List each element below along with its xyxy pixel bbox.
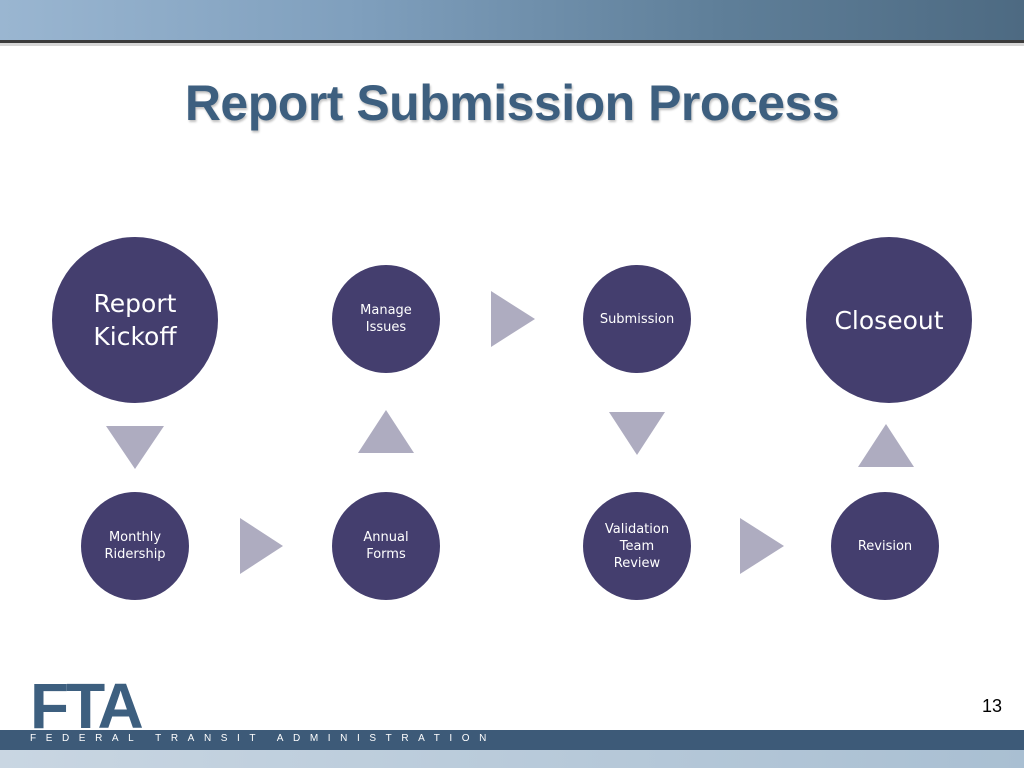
agency-name: FEDERAL TRANSIT ADMINISTRATION [30,733,496,744]
node-submission: Submission [583,265,691,373]
footer-strip [0,750,1024,768]
arrow-down-kickoff-to-monthly [106,426,164,469]
node-monthly-ridership: Monthly Ridership [81,492,189,600]
arrow-right-manage-to-submission [491,291,535,347]
footer-bar [0,730,1024,750]
node-revision: Revision [831,492,939,600]
slide-number: 13 [981,696,1002,716]
node-report-kickoff: Report Kickoff [52,237,218,403]
header-band [0,0,1024,40]
arrow-down-submission-to-validation [609,412,665,455]
arrow-up-annual-to-manage [358,410,414,453]
slide-title: Report Submission Process [184,75,840,131]
arrow-up-revision-to-closeout [858,424,914,467]
arrow-right-validation-to-revision [740,518,784,574]
node-closeout: Closeout [806,237,972,403]
node-annual-forms: Annual Forms [332,492,440,600]
node-validation-team-review: Validation Team Review [583,492,691,600]
arrow-right-monthly-to-annual [240,518,283,574]
node-manage-issues: Manage Issues [332,265,440,373]
header-rule-light [0,43,1024,46]
header-rule [0,40,1024,43]
fta-logo: FTA [30,670,144,742]
